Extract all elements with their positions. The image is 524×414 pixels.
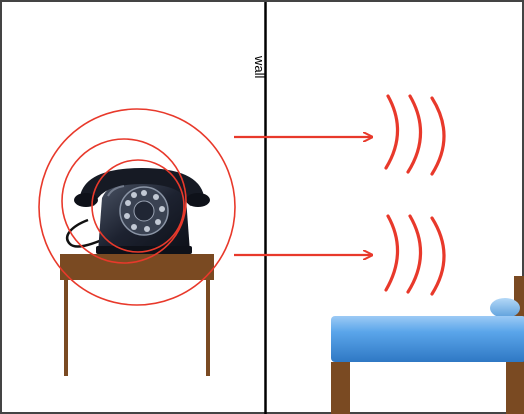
bed-pillow <box>490 298 520 318</box>
bed-leg-left <box>331 362 350 414</box>
table-top <box>60 254 214 280</box>
sound-wave-icon <box>386 96 444 174</box>
bed-leg-right <box>506 362 524 414</box>
table <box>60 254 214 376</box>
wall-label: wall <box>253 56 266 78</box>
rotary-telephone-icon <box>67 168 210 254</box>
sound-wave-icon <box>386 216 444 294</box>
table-leg-left <box>64 280 68 376</box>
bed <box>331 276 524 414</box>
table-leg-right <box>206 280 210 376</box>
bed-mattress <box>331 316 524 362</box>
